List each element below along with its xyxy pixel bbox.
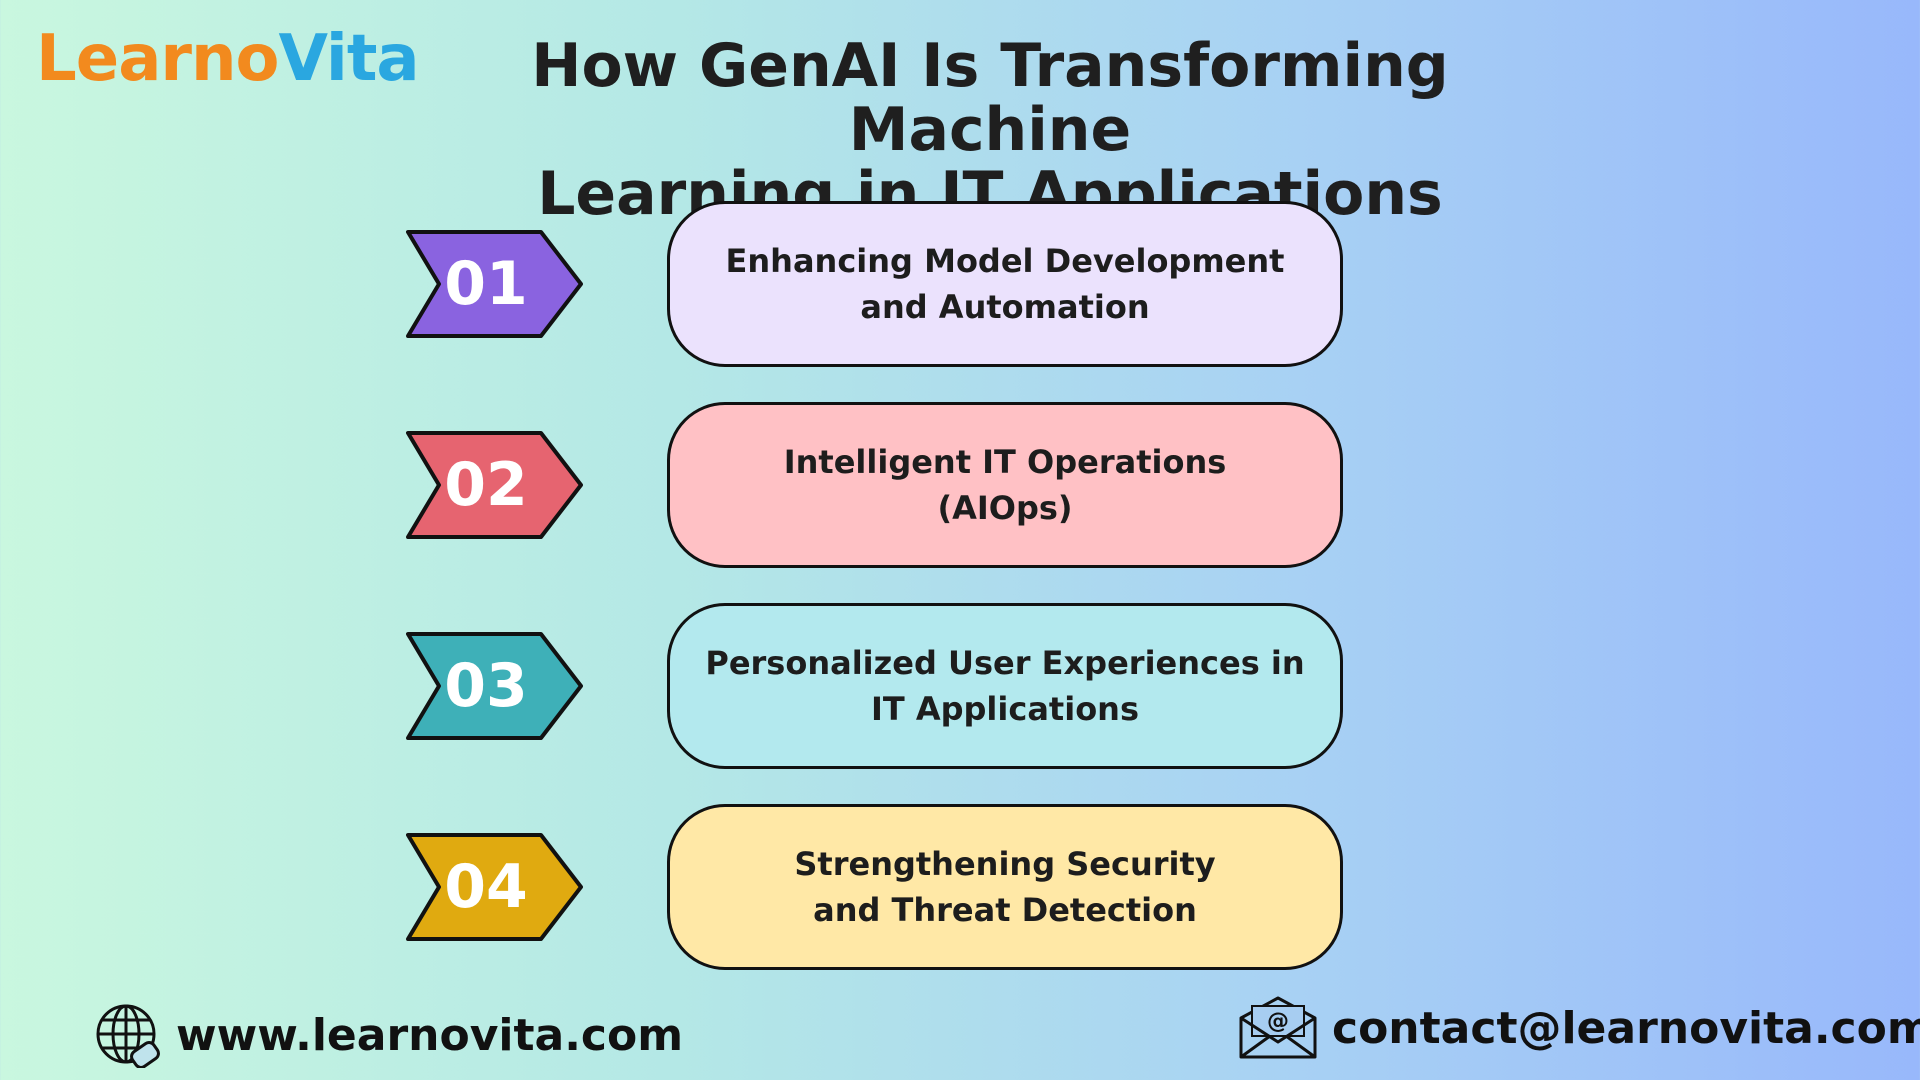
number-badge-3: 03 bbox=[406, 631, 586, 741]
list-item-4: 04 Strengthening Security and Threat Det… bbox=[0, 804, 1920, 974]
logo-part-vita: Vita bbox=[278, 22, 419, 96]
item-line-2: (AIOps) bbox=[937, 489, 1073, 527]
title-line-1: How GenAI Is Transforming Machine bbox=[531, 31, 1449, 165]
arrow-badge-shape bbox=[406, 632, 583, 740]
item-line-1: Personalized User Experiences in bbox=[705, 644, 1305, 682]
website-contact[interactable]: www.learnovita.com bbox=[96, 1000, 683, 1070]
item-number: 01 bbox=[444, 249, 528, 319]
website-link[interactable]: www.learnovita.com bbox=[176, 1009, 684, 1061]
page-title: How GenAI Is Transforming Machine Learni… bbox=[390, 34, 1590, 226]
arrow-badge-shape bbox=[406, 833, 583, 941]
item-line-1: Enhancing Model Development bbox=[725, 242, 1285, 280]
item-card: Intelligent IT Operations (AIOps) bbox=[667, 402, 1343, 568]
learnovita-logo: LearnoVita bbox=[36, 22, 420, 96]
list-item-3: 03 Personalized User Experiences in IT A… bbox=[0, 603, 1920, 773]
list-item-1: 01 Enhancing Model Development and Autom… bbox=[0, 201, 1920, 371]
email-link[interactable]: contact@learnovita.com bbox=[1332, 1002, 1920, 1054]
number-badge-1: 01 bbox=[406, 229, 586, 339]
item-card: Personalized User Experiences in IT Appl… bbox=[667, 603, 1343, 769]
envelope-at-icon: @ bbox=[1239, 996, 1317, 1059]
arrow-badge-shape bbox=[406, 431, 583, 539]
item-line-1: Intelligent IT Operations bbox=[783, 443, 1227, 481]
item-line-2: IT Applications bbox=[870, 690, 1139, 728]
logo-part-learno: Learno bbox=[36, 22, 279, 96]
email-contact[interactable]: @ contact@learnovita.com bbox=[1238, 993, 1920, 1063]
number-badge-2: 02 bbox=[406, 430, 586, 540]
globe-link-icon bbox=[96, 1004, 160, 1068]
item-number: 03 bbox=[444, 651, 528, 721]
item-line-2: and Threat Detection bbox=[813, 891, 1197, 929]
item-line-2: and Automation bbox=[860, 288, 1150, 326]
number-badge-4: 04 bbox=[406, 832, 586, 942]
item-number: 02 bbox=[444, 450, 528, 520]
item-line-1: Strengthening Security bbox=[794, 845, 1216, 883]
list-item-2: 02 Intelligent IT Operations (AIOps) bbox=[0, 402, 1920, 572]
item-number: 04 bbox=[444, 852, 528, 922]
svg-text:@: @ bbox=[1267, 1009, 1289, 1034]
arrow-badge-shape bbox=[406, 230, 583, 338]
item-card: Enhancing Model Development and Automati… bbox=[667, 201, 1343, 367]
item-card: Strengthening Security and Threat Detect… bbox=[667, 804, 1343, 970]
